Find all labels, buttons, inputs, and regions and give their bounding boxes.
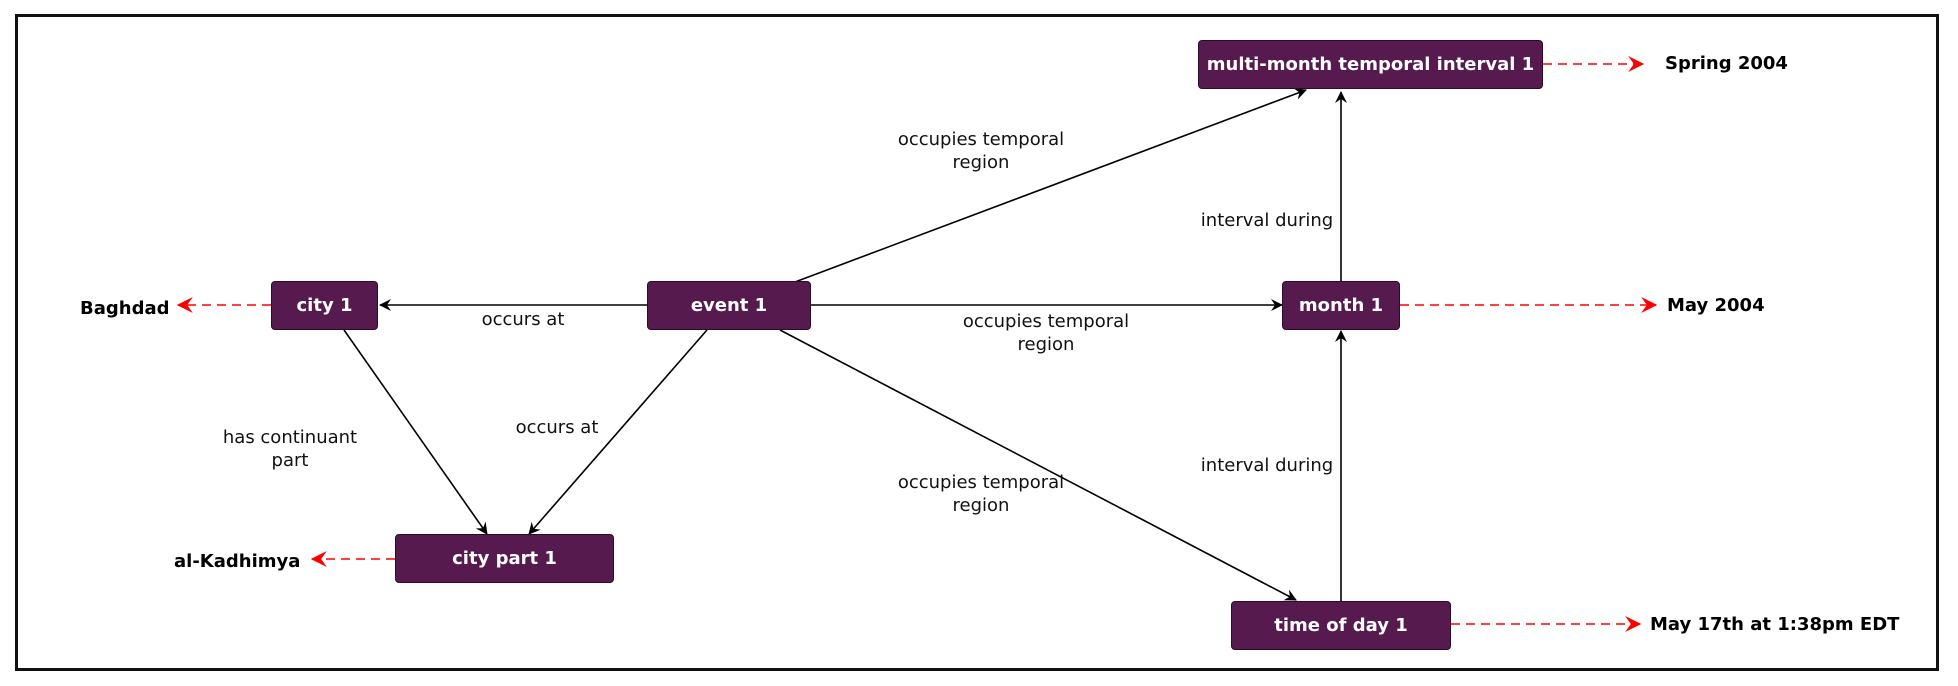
diagram-frame: [15, 14, 1939, 671]
edge-event-occupies-timeofday: [779, 329, 1297, 601]
label-interval-during-upper: interval during: [1200, 210, 1334, 231]
literal-spring-2004: Spring 2004: [1665, 53, 1788, 74]
node-city-1[interactable]: city 1: [271, 281, 378, 330]
literal-may-2004: May 2004: [1667, 295, 1765, 316]
edge-event-occurs-at-citypart: [528, 329, 708, 535]
node-city-part-1[interactable]: city part 1: [395, 534, 614, 583]
node-event-1[interactable]: event 1: [647, 281, 811, 330]
edge-city-has-part-citypart: [343, 329, 488, 535]
node-time-of-day-1[interactable]: time of day 1: [1231, 601, 1451, 650]
label-has-continuant-part: has continuant part: [222, 427, 358, 471]
label-interval-during-lower: interval during: [1200, 455, 1334, 476]
literal-al-kadhimya: al-Kadhimya: [174, 551, 301, 572]
literal-may-17th: May 17th at 1:38pm EDT: [1650, 614, 1900, 635]
label-occupies-temporal-region-timeofday: occupies temporal region: [897, 472, 1065, 516]
label-occupies-temporal-region-month: occupies temporal region: [962, 311, 1130, 355]
label-occupies-temporal-region-interval: occupies temporal region: [897, 129, 1065, 173]
edge-event-occupies-interval: [794, 88, 1307, 283]
label-occurs-at-citypart: occurs at: [515, 417, 599, 438]
label-occurs-at-city: occurs at: [481, 309, 565, 330]
literal-baghdad: Baghdad: [80, 298, 170, 319]
node-month-1[interactable]: month 1: [1282, 281, 1400, 330]
node-multi-month-interval-1[interactable]: multi-month temporal interval 1: [1198, 40, 1543, 89]
